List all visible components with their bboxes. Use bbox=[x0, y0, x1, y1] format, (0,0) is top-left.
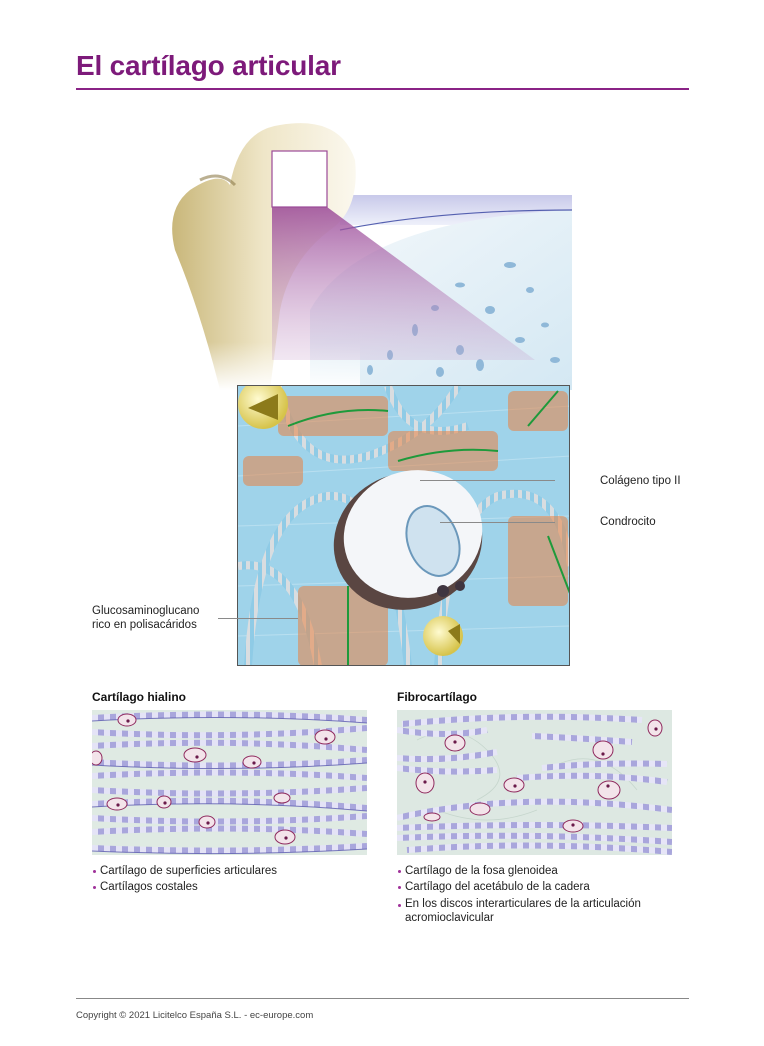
femur-head-icon bbox=[160, 123, 573, 390]
list-item: Cartílago de la fosa glenoidea bbox=[397, 863, 687, 879]
list-item: Cartílago del acetábulo de la cadera bbox=[397, 879, 687, 895]
chondrocyte-matrix-icon bbox=[238, 386, 569, 665]
fibrocartilage-title: Fibrocartílago bbox=[397, 690, 478, 704]
list-item: Cartílagos costales bbox=[92, 879, 277, 895]
gag-leader-line bbox=[218, 618, 298, 619]
list-item: Cartílago de superficies articulares bbox=[92, 863, 277, 879]
title-divider bbox=[76, 88, 689, 90]
page-title: El cartílago articular bbox=[76, 50, 341, 81]
label-gag-line1: Glucosaminoglucano bbox=[92, 605, 200, 617]
list-item: En los discos interarticulares de la art… bbox=[397, 897, 687, 925]
label-gag-line2: rico en polisacáridos bbox=[92, 619, 197, 631]
fibrocartilage-bullet-list: Cartílago de la fosa glenoidea Cartílago… bbox=[397, 863, 687, 925]
chondrocyte-leader-line bbox=[440, 522, 555, 523]
hyaline-cartilage-icon bbox=[92, 710, 367, 855]
hyaline-title: Cartílago hialino bbox=[92, 690, 187, 704]
fibrocartilage-icon bbox=[397, 710, 672, 855]
label-glycosaminoglycan: Glucosaminoglucano rico en polisacáridos bbox=[92, 604, 199, 632]
copyright-text: Copyright © 2021 Licitelco España S.L. -… bbox=[76, 1010, 314, 1021]
label-collagen: Colágeno tipo II bbox=[600, 475, 681, 487]
hyaline-bullet-list: Cartílago de superficies articulares Car… bbox=[92, 863, 277, 895]
label-chondrocyte: Condrocito bbox=[600, 516, 656, 528]
collagen-leader-line bbox=[420, 480, 555, 481]
bone-illustration bbox=[160, 110, 580, 390]
footer-divider bbox=[76, 998, 689, 999]
cell-detail-illustration bbox=[237, 385, 570, 666]
